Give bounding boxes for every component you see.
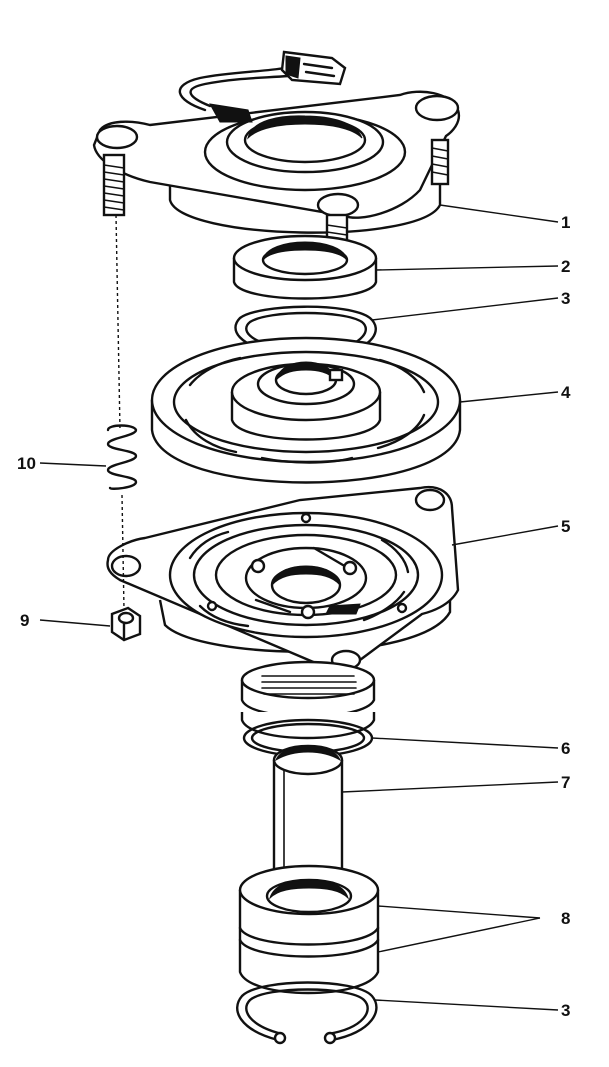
callout-3-lower: 3 bbox=[561, 1001, 570, 1020]
callout-1: 1 bbox=[561, 213, 570, 232]
part-5-base-plate bbox=[106, 485, 460, 671]
callout-4: 4 bbox=[561, 383, 571, 402]
electrical-connector bbox=[280, 50, 347, 86]
callout-7: 7 bbox=[561, 773, 570, 792]
part-10-spring bbox=[106, 424, 138, 490]
part-8-bearings bbox=[238, 864, 380, 995]
wire-lead bbox=[178, 66, 287, 112]
part-3-circlip-lower bbox=[236, 981, 378, 1045]
stud-axis-line bbox=[115, 214, 125, 611]
callout-9: 9 bbox=[20, 611, 29, 630]
threaded-sleeve bbox=[240, 660, 376, 740]
callout-2: 2 bbox=[561, 257, 570, 276]
part-2-bearing bbox=[232, 234, 378, 300]
callout-5: 5 bbox=[561, 517, 570, 536]
part-4-pulley-disc bbox=[150, 336, 462, 484]
mounting-stud-rear bbox=[430, 138, 450, 186]
callout-3-upper: 3 bbox=[561, 289, 570, 308]
part-1-mounting-plate bbox=[92, 50, 461, 289]
callouts: 1 2 3 4 5 6 7 8 9 10 3 bbox=[17, 213, 571, 1020]
part-9-nut bbox=[110, 606, 142, 642]
leader-lines bbox=[39, 204, 559, 1011]
mounting-stud-left bbox=[102, 153, 126, 217]
callout-6: 6 bbox=[561, 739, 570, 758]
callout-10: 10 bbox=[17, 454, 36, 473]
callout-8: 8 bbox=[561, 909, 570, 928]
